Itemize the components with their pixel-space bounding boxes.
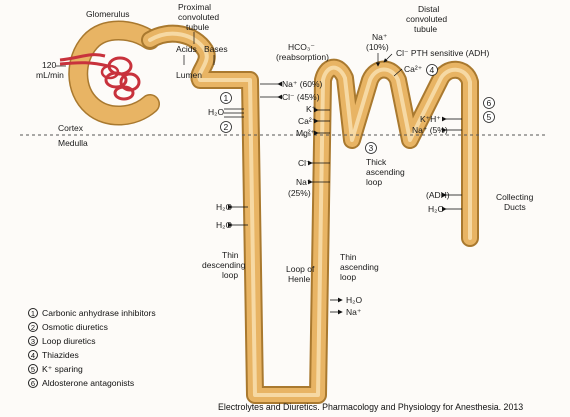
- loop-henle-1: Loop of: [286, 264, 315, 274]
- distal-label-1: Distal: [418, 4, 439, 14]
- h2o-cd-label: H₂O: [428, 204, 444, 214]
- na-top-label: Na⁺: [372, 32, 388, 42]
- proximal-label-3: tubule: [186, 22, 209, 32]
- legend-text: Aldosterone antagonists: [42, 378, 135, 388]
- marker-4: 4: [426, 64, 438, 76]
- drug-legend: 1 Carbonic anhydrase inhibitors 2 Osmotic …: [28, 306, 156, 390]
- glomerulus-vessels: [59, 53, 141, 101]
- legend-item-6: 6 Aldosterone antagonists: [28, 376, 156, 390]
- distal-label-2: convoluted: [406, 14, 447, 24]
- thick-asc-3: loop: [366, 177, 382, 187]
- legend-item-2: 2 Osmotic diuretics: [28, 320, 156, 334]
- na-mid-label: Na⁺: [296, 177, 312, 187]
- marker-6: 6: [483, 97, 495, 109]
- collecting-2: Ducts: [504, 202, 526, 212]
- h2o-2-label: H₂O: [216, 220, 232, 230]
- source-caption: Electrolytes and Diuretics. Pharmacology…: [218, 402, 524, 412]
- hco3-label: HCO₃⁻: [288, 42, 315, 52]
- thin-desc-2: descending: [202, 260, 246, 270]
- na25-label: (25%): [288, 188, 311, 198]
- legend-number: 3: [28, 336, 38, 346]
- h2o-prox-label: H₂O: [208, 107, 224, 117]
- legend-item-3: 3 Loop diuretics: [28, 334, 156, 348]
- cl-pth-label: Cl⁻ PTH sensitive (ADH): [396, 48, 489, 58]
- h2o-1-label: H₂O: [216, 202, 232, 212]
- legend-number: 4: [28, 350, 38, 360]
- legend-item-5: 5 K⁺ sparing: [28, 362, 156, 376]
- legend-number: 6: [28, 378, 38, 388]
- thick-asc-1: Thick: [366, 157, 387, 167]
- svg-text:4: 4: [430, 65, 435, 75]
- bases-label: Bases: [204, 44, 228, 54]
- glomerulus-label: Glomerulus: [86, 9, 129, 19]
- thin-asc-2: ascending: [340, 262, 379, 272]
- cl45-label: Cl⁻ (45%): [282, 92, 320, 102]
- thin-desc-1: Thin: [222, 250, 239, 260]
- svg-text:2: 2: [224, 122, 229, 132]
- legend-text: Thiazides: [42, 350, 79, 360]
- tubule-lumen: [148, 31, 472, 397]
- medulla-label: Medulla: [58, 138, 88, 148]
- marker-5: 5: [483, 111, 495, 123]
- svg-text:5: 5: [487, 112, 492, 122]
- acids-label: Acids: [176, 44, 197, 54]
- mg-label: Mg²⁺: [296, 128, 316, 138]
- ca-mid-label: Ca²⁺: [298, 116, 317, 126]
- adh-label: (ADH): [426, 190, 450, 200]
- legend-text: Carbonic anhydrase inhibitors: [42, 308, 156, 318]
- legend-text: Osmotic diuretics: [42, 322, 108, 332]
- reabsorption-label: (reabsorption): [276, 52, 329, 62]
- marker-1: 1: [220, 92, 232, 104]
- kh-label: K⁺H⁺: [420, 114, 441, 124]
- legend-text: Loop diuretics: [42, 336, 96, 346]
- h2o-thin-label: H₂O: [346, 295, 362, 305]
- svg-text:3: 3: [369, 143, 374, 153]
- cortex-label: Cortex: [58, 123, 84, 133]
- svg-text:6: 6: [487, 98, 492, 108]
- ca-top-label: Ca²⁺: [404, 64, 423, 74]
- thin-asc-3: loop: [340, 272, 356, 282]
- legend-number: 1: [28, 308, 38, 318]
- legend-item-4: 4 Thiazides: [28, 348, 156, 362]
- collecting-1: Collecting: [496, 192, 534, 202]
- pressure-label-2: mL/min: [36, 70, 64, 80]
- distal-label-3: tubule: [414, 24, 437, 34]
- pressure-label-1: 120: [42, 60, 56, 70]
- na60-label: Na⁺ (60%): [282, 79, 323, 89]
- cl-mid-label: Cl⁻: [298, 158, 311, 168]
- legend-text: K⁺ sparing: [42, 363, 83, 374]
- thin-desc-3: loop: [222, 270, 238, 280]
- legend-number: 2: [28, 322, 38, 332]
- marker-2: 2: [220, 121, 232, 133]
- thick-asc-2: ascending: [366, 167, 405, 177]
- na5-label: Na⁺ (5%): [412, 125, 448, 135]
- legend-item-1: 1 Carbonic anhydrase inhibitors: [28, 306, 156, 320]
- proximal-label-2: convoluted: [178, 12, 219, 22]
- marker-3: 3: [365, 142, 377, 154]
- k-label: K⁺: [306, 104, 317, 114]
- svg-text:1: 1: [224, 93, 229, 103]
- lumen-label: Lumen: [176, 70, 202, 80]
- loop-henle-2: Henle: [288, 274, 310, 284]
- na-thin-label: Na⁺: [346, 307, 362, 317]
- bowmans-capsule: [68, 20, 160, 126]
- proximal-label-1: Proximal: [178, 2, 211, 12]
- na-top-pct: (10%): [366, 42, 389, 52]
- legend-number: 5: [28, 364, 38, 374]
- thin-asc-1: Thin: [340, 252, 357, 262]
